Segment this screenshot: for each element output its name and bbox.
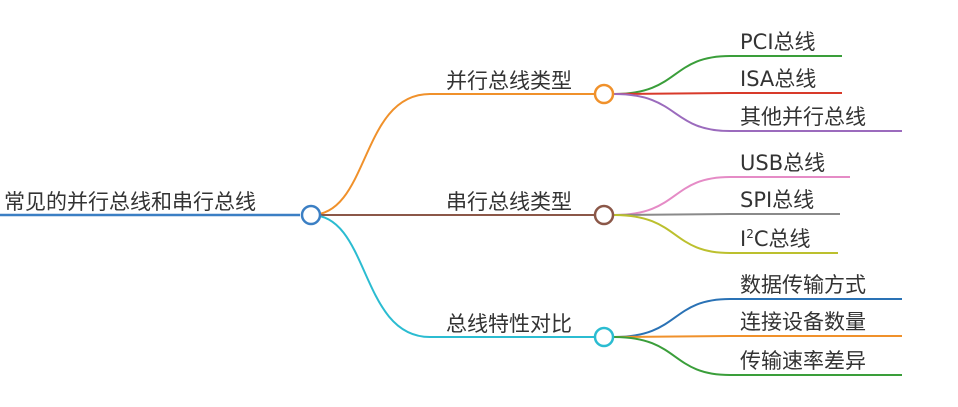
connector-branch-1-child-1 [613,213,731,216]
leaf-label-speed-difference[interactable]: 传输速率差异 [740,349,866,373]
leaf-label-i2c[interactable]: I2C总线 [740,226,811,252]
connector-root-branch-2 [310,214,431,338]
connector-branch-2-child-2 [613,336,731,376]
branch-label-1[interactable]: 串行总线类型 [446,190,572,214]
branch-2-node-circle[interactable] [593,326,615,348]
leaf-label-other-parallel[interactable]: 其他并行总线 [740,105,866,129]
i2c-rest: C总线 [753,227,811,251]
leaf-label-spi[interactable]: SPI总线 [740,188,815,212]
leaf-label-data-transfer-mode[interactable]: 数据传输方式 [740,273,866,297]
connector-branch-0-child-2 [613,93,731,132]
branch-label-0[interactable]: 并行总线类型 [446,69,572,93]
leaf-label-isa[interactable]: ISA总线 [740,67,817,91]
root-node-circle[interactable] [300,204,322,226]
connector-branch-1-child-2 [613,214,731,254]
connector-root-branch-0 [310,93,431,216]
branch-0-node-circle[interactable] [593,83,615,105]
root-label[interactable]: 常见的并行总线和串行总线 [4,190,256,214]
connector-branch-0-child-1 [613,92,731,95]
leaf-label-usb[interactable]: USB总线 [740,151,826,175]
branch-label-2[interactable]: 总线特性对比 [446,312,572,336]
connector-branch-2-child-0 [613,298,731,338]
connector-branch-1-child-0 [613,176,731,216]
i2c-main: I [740,227,747,251]
branch-1-node-circle[interactable] [593,204,615,226]
connector-branch-0-child-0 [613,55,731,95]
leaf-label-pci[interactable]: PCI总线 [740,30,816,54]
i2c-superscript: 2 [746,227,754,241]
leaf-label-device-count[interactable]: 连接设备数量 [740,310,866,334]
connector-branch-2-child-1 [613,335,731,338]
